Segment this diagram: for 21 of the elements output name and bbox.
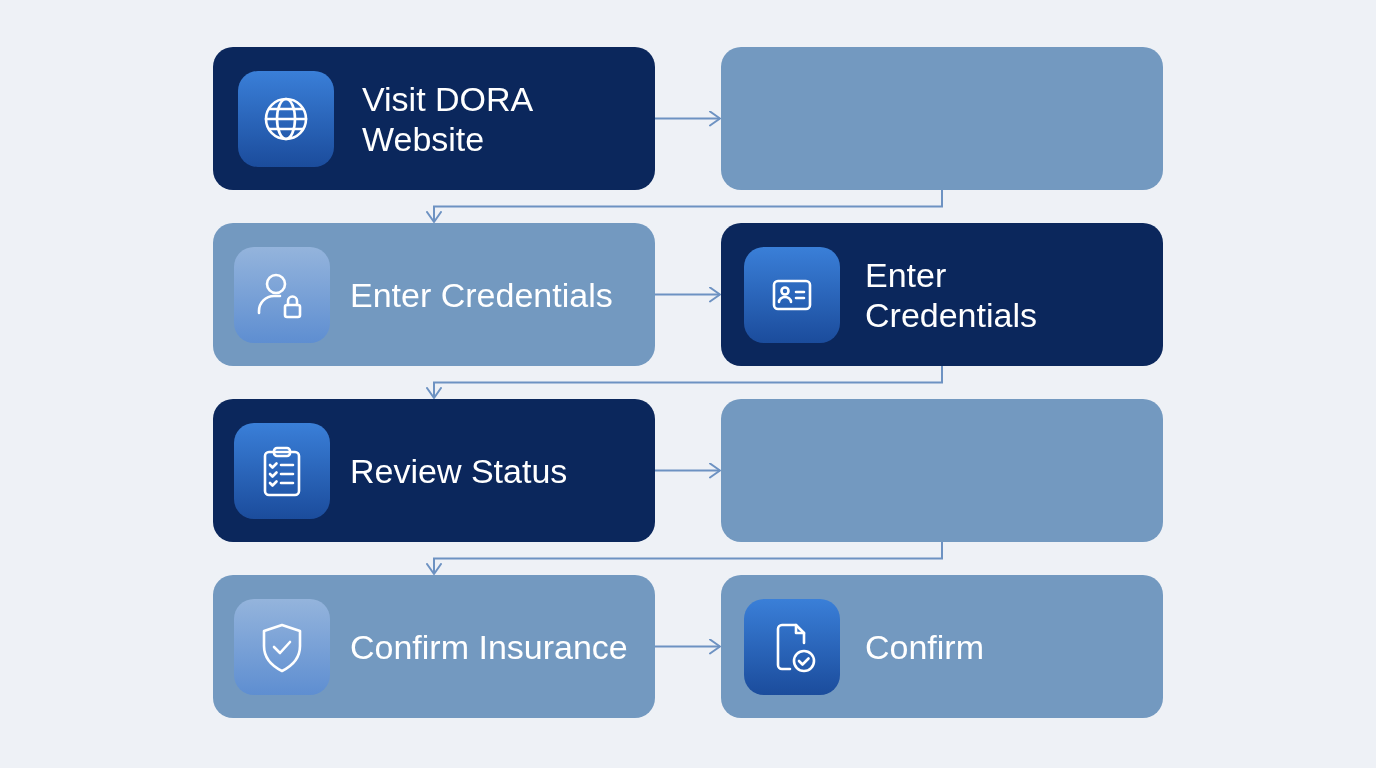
empty-box	[721, 47, 1163, 190]
process-box	[721, 223, 1163, 366]
process-box	[213, 399, 655, 542]
process-box	[213, 223, 655, 366]
arrow	[654, 110, 721, 127]
arrow	[654, 286, 721, 303]
arrow	[426, 189, 943, 223]
process-box	[721, 575, 1163, 718]
arrow	[426, 365, 943, 399]
arrow	[654, 638, 721, 655]
step-label: Confirm	[865, 626, 985, 667]
empty-box	[721, 399, 1163, 542]
arrow	[426, 541, 943, 575]
step-label: Confirm Insurance	[350, 626, 628, 667]
step-label: Review Status	[350, 450, 568, 491]
arrow	[654, 462, 721, 479]
step-label: Enter Credentials	[865, 254, 1038, 335]
step-label: Enter Credentials	[350, 274, 613, 315]
process-box	[213, 47, 655, 190]
step-label: Visit DORA Website	[362, 78, 534, 159]
process-box	[213, 575, 655, 718]
